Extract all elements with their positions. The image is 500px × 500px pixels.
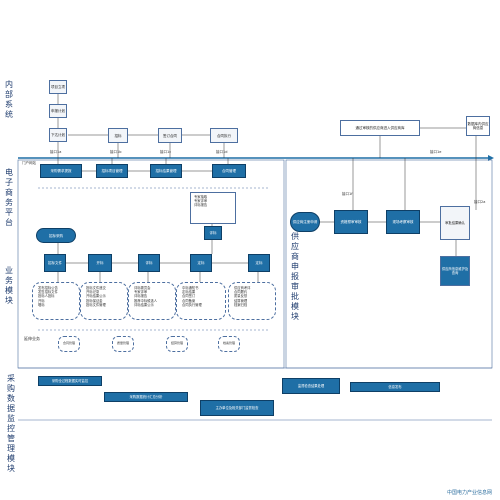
supplier-flow-label-1: 接口2a <box>474 200 486 204</box>
timeline-label-1: 接口1a <box>50 150 62 154</box>
supplier-box-inspect: 现场考察审核 <box>386 210 420 234</box>
top-right-box-supplier-db: 通过审核的供应商进入供应商库 <box>340 120 420 136</box>
lane-label-monitor: 采购数据监控管理模块 <box>7 374 15 473</box>
lane-label-ecommerce: 电子商务平台 <box>5 168 13 227</box>
monitor-arrow-4: 监督检查结果处理 <box>282 378 340 394</box>
timeline-label-2: 接口1b <box>110 150 122 154</box>
internal-box-contract: 签订合同 <box>158 128 182 143</box>
business-box-decide: 定标 <box>190 254 212 272</box>
business-box-end: 定标 <box>248 254 270 272</box>
business-start: 招标采购 <box>36 228 76 243</box>
ecom-side-label: 门户网站 <box>22 161 36 165</box>
timeline-label-3: 接口1c <box>160 150 172 154</box>
business-box-evaluate: 评标 <box>138 254 160 272</box>
business-box-doc: 招标文件 <box>44 254 66 272</box>
internal-box-bidding: 招标 <box>108 128 128 143</box>
ecom-box-demand: 采购需求提报 <box>40 164 82 178</box>
lane-label-internal: 内部系统 <box>5 80 13 119</box>
ext-box-archive: 档案管理 <box>218 336 240 352</box>
timeline-label-4: 接口1d <box>216 150 228 154</box>
timeline-label-5: 接口1e <box>430 150 442 154</box>
timeline-label-6: 接口1f <box>342 192 353 196</box>
monitor-arrow-2: 采购数据统计汇总分析 <box>104 392 188 402</box>
business-top-note: 专家抽取 专家评审 评标报告 <box>190 192 236 224</box>
dashed-box-1: 发布招标公告 发售招标文件 投标人投标 开标 唱标 <box>32 282 80 320</box>
supplier-start: 供应商注册申请 <box>290 212 320 232</box>
ecom-box-project: 招标项目管理 <box>96 164 128 178</box>
ecom-box-result: 招标结果管理 <box>150 164 182 178</box>
lane-label-supplier: 供应商申报审批模块 <box>291 232 299 321</box>
internal-box-plan: 申报计划 <box>49 104 67 118</box>
business-box-open: 开标 <box>88 254 112 272</box>
watermark: 中国电力产业信息网 <box>446 490 492 496</box>
ext-box-quality: 质量管理 <box>112 336 134 352</box>
monitor-arrow-3: 主办单位及相关部门监督检查 <box>200 400 274 416</box>
dashed-box-3: 评标委员会 专家评审 评标报告 推荐中标候选人 评标结果公示 <box>128 282 176 320</box>
ext-box-contract: 合同管理 <box>58 336 80 352</box>
lane-label-business: 业务模块 <box>5 266 13 305</box>
monitor-arrow-5: 信息发布 <box>350 382 440 392</box>
business-note-box: 评标 <box>204 226 222 240</box>
dashed-box-2: 投标文件递交 开标记录 开标结果公示 投标保证金 投标文件管理 <box>80 282 128 320</box>
internal-box-project: 项目立项 <box>49 80 67 94</box>
dashed-box-5: 供应商考评 合同履约 质量反馈 结算管理 档案归档 <box>228 282 276 320</box>
ext-label: 延伸业务 <box>24 336 40 341</box>
top-right-box-supplier-info: 数据库内供应商信息 <box>466 116 490 136</box>
ecom-box-contract: 合同管理 <box>212 164 246 178</box>
internal-box-execution: 合同执行 <box>210 128 238 143</box>
internal-box-issue: 下达计划 <box>49 128 67 142</box>
monitor-arrow-1: 采购全过程数据实时监控 <box>38 376 102 386</box>
dashed-box-4: 中标通知书 定标结果 合同签订 合同备案 合同执行管理 <box>176 282 226 320</box>
ext-box-settle: 结算管理 <box>166 336 188 352</box>
supplier-box-prequal: 资格预审审核 <box>334 210 368 234</box>
supplier-box-confirm: 审批结果确认 <box>440 206 470 240</box>
supplier-vertical-1: 供应商信息维护及查询 <box>440 256 470 286</box>
